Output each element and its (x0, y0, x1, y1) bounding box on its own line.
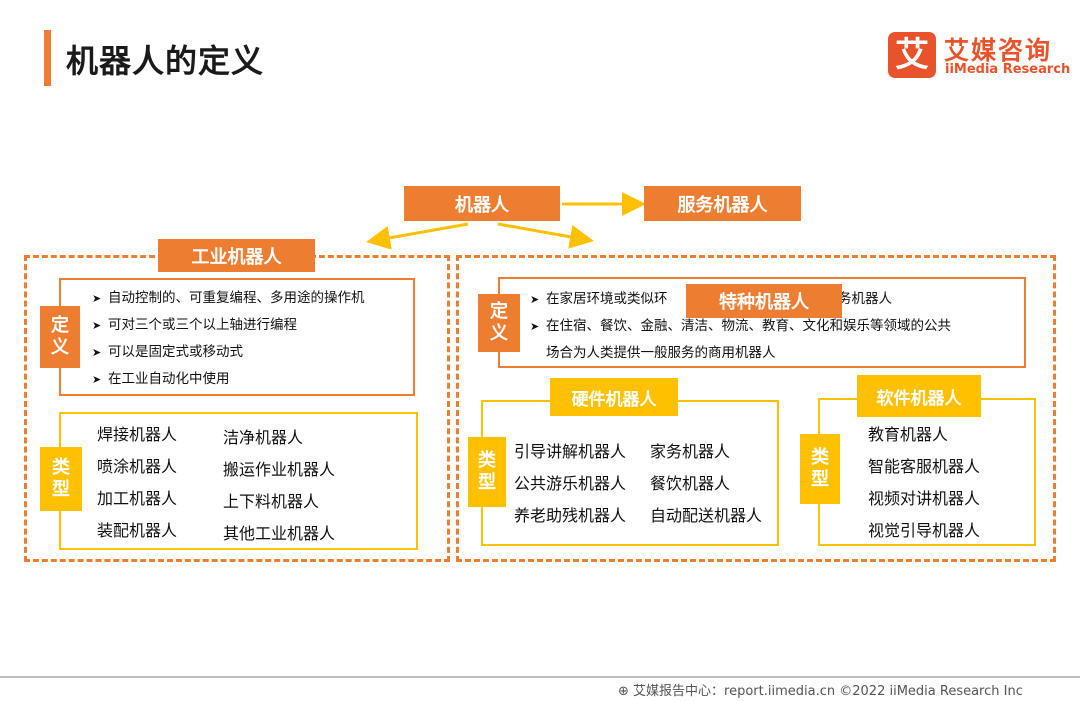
list-item: 加工机器人 (97, 489, 178, 508)
industrial-types-box (59, 412, 418, 550)
node-hardware-robot: 硬件机器人 (550, 378, 678, 416)
arrow-bullet-icon: ➤ (92, 319, 102, 332)
node-software-robot: 软件机器人 (857, 375, 981, 417)
arrow-bullet-icon: ➤ (92, 346, 102, 359)
list-item: ➤可对三个或三个以上轴进行编程 (92, 312, 365, 339)
brand-name-cn: 艾媒咨询 (944, 36, 1053, 65)
list-item: 智能客服机器人 (868, 457, 981, 476)
node-service-robot: 服务机器人 (644, 186, 801, 221)
list-item: 装配机器人 (97, 521, 178, 540)
list-item: 喷涂机器人 (97, 457, 178, 476)
list-item: 家务机器人 (650, 442, 731, 461)
special-region (456, 255, 1056, 562)
list-item: 视觉引导机器人 (868, 521, 981, 540)
software-types-tag: 类 型 (800, 434, 840, 504)
node-robot: 机器人 (404, 186, 560, 221)
list-item: 公共游乐机器人 (514, 474, 627, 493)
arrow-bullet-icon: ➤ (92, 373, 102, 386)
list-item: 搬运作业机器人 (223, 460, 336, 479)
hardware-types-tag: 类 型 (468, 437, 506, 507)
industrial-definition-tag: 定 义 (40, 306, 80, 368)
list-item: 养老助残机器人 (514, 506, 627, 525)
list-item: 其他工业机器人 (223, 524, 336, 543)
list-item-tail: 务机器人 (838, 291, 892, 307)
footer-divider (0, 676, 1080, 678)
page-title: 机器人的定义 (66, 42, 265, 80)
list-item: 洁净机器人 (223, 428, 304, 447)
arrow-to-special (497, 222, 594, 249)
list-item: 餐饮机器人 (650, 474, 731, 493)
industrial-definition-box (59, 278, 415, 396)
list-item: 教育机器人 (868, 425, 949, 444)
globe-icon: ⊕ (618, 684, 629, 699)
list-item: 视频对讲机器人 (868, 489, 981, 508)
node-industrial-robot: 工业机器人 (158, 239, 315, 272)
software-types-box (818, 398, 1036, 546)
list-item: ➤自动控制的、可重复编程、多用途的操作机 (92, 285, 365, 312)
special-definition-tag: 定 义 (478, 294, 520, 352)
arrow-bullet-icon: ➤ (92, 292, 102, 305)
industrial-types-tag: 类 型 (40, 447, 82, 511)
arrow-bullet-icon: ➤ (530, 293, 540, 306)
list-item: 上下料机器人 (223, 492, 320, 511)
brand-logo-icon: 艾 (888, 32, 936, 78)
arrow-bullet-icon: ➤ (530, 320, 540, 333)
list-item: 焊接机器人 (97, 425, 178, 444)
list-item: ➤在工业自动化中使用 (92, 366, 365, 393)
list-item: ➤在家居环境或类似环 (530, 286, 668, 313)
list-item: ➤可以是固定式或移动式 (92, 339, 365, 366)
node-special-robot: 特种机器人 (686, 284, 842, 318)
title-accent-bar (44, 30, 51, 86)
arrow-to-industrial (366, 222, 469, 250)
list-item: ➤在住宿、餐饮、金融、清洁、物流、教育、文化和娱乐等领域的公共 (530, 313, 951, 340)
brand-name-en: iiMedia Research (945, 62, 1071, 77)
list-item-continued: 场合为人类提供一般服务的商用机器人 (546, 345, 776, 361)
list-item: 引导讲解机器人 (514, 442, 627, 461)
industrial-definition-list: ➤自动控制的、可重复编程、多用途的操作机 ➤可对三个或三个以上轴进行编程 ➤可以… (92, 285, 365, 393)
footer-source: ⊕ 艾媒报告中心：report.iimedia.cn ©2022 iiMedia… (618, 684, 1023, 699)
list-item: 自动配送机器人 (650, 506, 763, 525)
